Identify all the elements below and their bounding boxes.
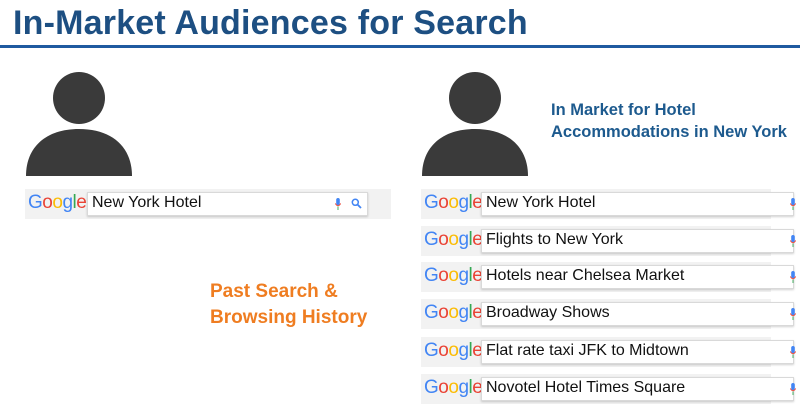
microphone-icon[interactable] [335,198,341,210]
page-title: In-Market Audiences for Search [13,4,528,42]
microphone-icon[interactable] [790,308,796,320]
search-input[interactable]: Broadway Shows [481,302,796,326]
search-input[interactable]: Flights to New York [481,229,796,253]
microphone-icon[interactable] [790,198,796,210]
google-logo: Google [424,340,483,361]
google-logo: Google [424,229,483,250]
search-input[interactable]: Novotel Hotel Times Square [481,377,796,401]
microphone-icon[interactable] [790,271,796,283]
google-logo: Google [424,265,483,286]
search-input[interactable]: New York Hotel [87,192,368,216]
title-divider [0,45,800,48]
microphone-icon[interactable] [790,235,796,247]
search-query: Novotel Hotel Times Square [486,379,686,396]
search-query: Flights to New York [486,231,623,248]
google-logo: Google [28,192,87,213]
past-history-label: Past Search & Browsing History [210,281,368,328]
person-silhouette-icon [422,72,528,176]
search-query: Broadway Shows [486,304,610,321]
microphone-icon[interactable] [790,383,796,395]
search-query: Flat rate taxi JFK to Midtown [486,342,689,359]
search-query: New York Hotel [486,194,596,211]
search-input[interactable]: Hotels near Chelsea Market [481,265,796,289]
search-icon[interactable] [351,198,362,209]
user-avatar-before [22,55,136,176]
search-row-left-0: Google New York Hotel [25,189,391,219]
search-query: Hotels near Chelsea Market [486,267,685,284]
google-logo: Google [424,377,483,398]
google-logo: Google [424,192,483,213]
in-market-label: In Market for Hotel Accommodations in Ne… [551,101,787,141]
search-input[interactable]: Flat rate taxi JFK to Midtown [481,340,796,364]
person-silhouette-icon [26,72,132,176]
search-query: New York Hotel [92,194,202,211]
user-avatar-after [418,55,532,176]
search-input[interactable]: New York Hotel [481,192,796,216]
microphone-icon[interactable] [790,346,796,358]
google-logo: Google [424,302,483,323]
